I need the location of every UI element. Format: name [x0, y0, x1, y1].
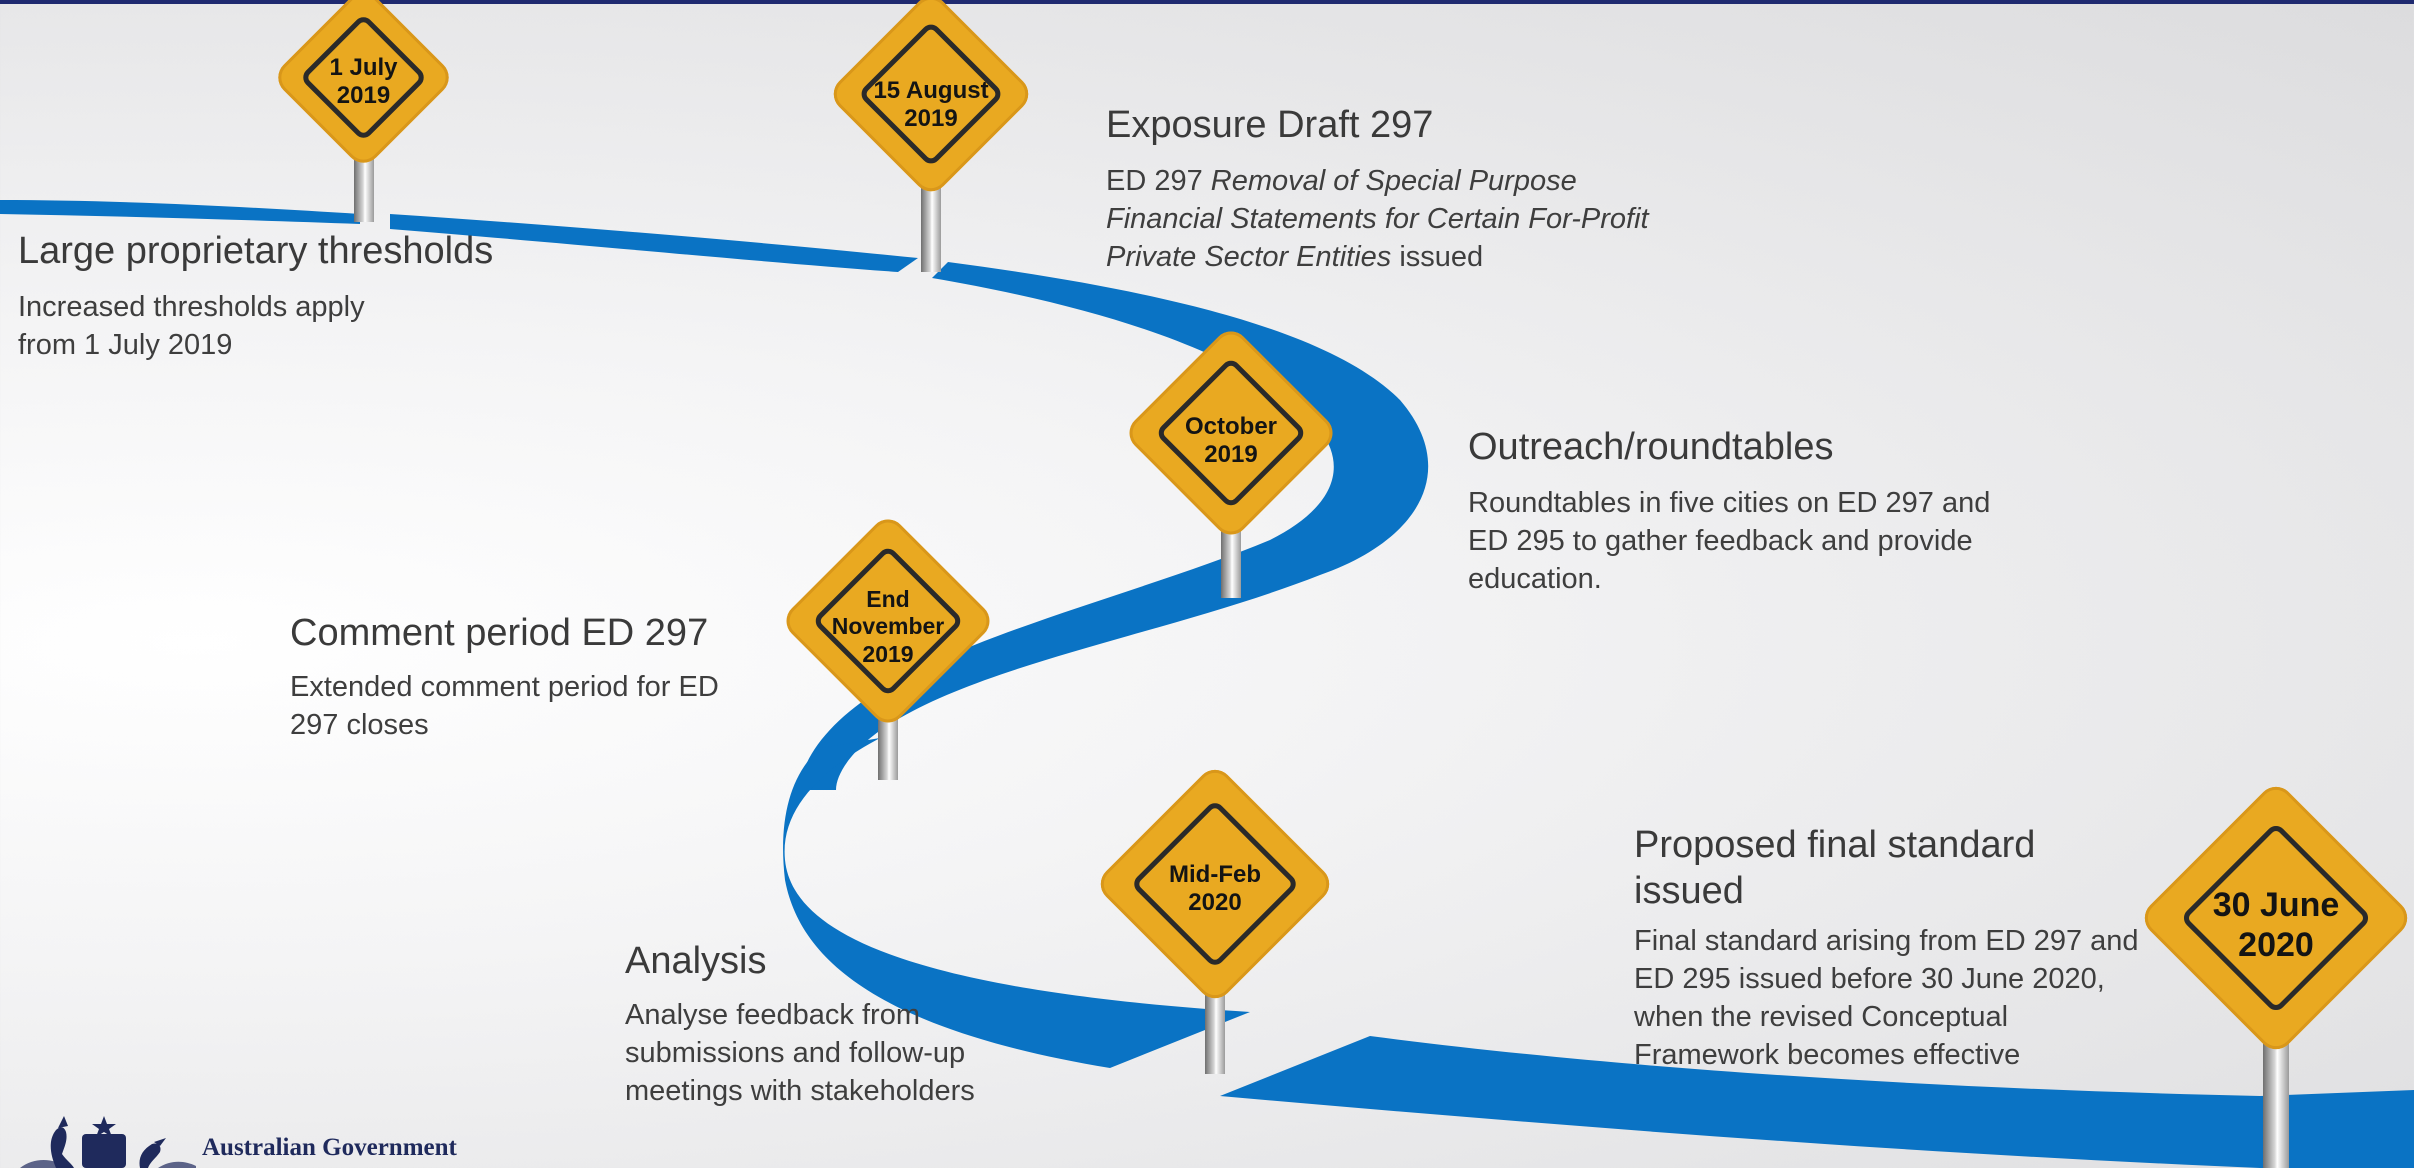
milestone-outreach: Outreach/roundtables Roundtables in five… — [1468, 424, 2008, 598]
milestone-title: Outreach/roundtables — [1468, 426, 1834, 468]
milestone-title: Analysis — [625, 940, 767, 982]
australian-government-logo-text: Australian Government — [202, 1134, 457, 1161]
milestone-description: Analyse feedback from submissions and fo… — [625, 999, 975, 1107]
road-segment-5 — [1220, 1036, 2414, 1168]
road-segment-2 — [390, 214, 918, 272]
milestone-comment-period: Comment period ED 297 Extended comment p… — [290, 610, 760, 744]
milestone-title: Large proprietary thresholds — [18, 230, 494, 272]
sign-post — [2263, 1038, 2289, 1168]
sign-post — [1205, 974, 1225, 1074]
coat-of-arms-icon — [20, 1116, 196, 1168]
milestone-final-standard: Proposed final standard issued Final sta… — [1634, 822, 2154, 1074]
milestone-exposure-draft: Exposure Draft 297 ED 297 Removal of Spe… — [1106, 102, 1666, 276]
milestone-title: Comment period ED 297 — [290, 612, 709, 654]
top-accent-bar — [0, 0, 2414, 4]
milestone-thresholds: Large proprietary thresholds Increased t… — [18, 228, 578, 364]
milestone-description: Increased thresholds apply from 1 July 2… — [18, 291, 365, 361]
milestone-title: Proposed final standard issued — [1634, 824, 2036, 912]
milestone-description: Roundtables in five cities on ED 297 and… — [1468, 487, 1991, 595]
milestone-analysis: Analysis Analyse feedback from submissio… — [625, 938, 1045, 1110]
milestone-description: Extended comment period for ED 297 close… — [290, 671, 719, 741]
milestone-description: ED 297 Removal of Special Purpose Financ… — [1106, 165, 1649, 273]
road-segment-4 — [783, 738, 1250, 1068]
road-segment-1 — [0, 200, 360, 224]
sign-post — [921, 180, 941, 272]
milestone-description: Final standard arising from ED 297 and E… — [1634, 925, 2139, 1071]
milestone-title: Exposure Draft 297 — [1106, 104, 1434, 146]
